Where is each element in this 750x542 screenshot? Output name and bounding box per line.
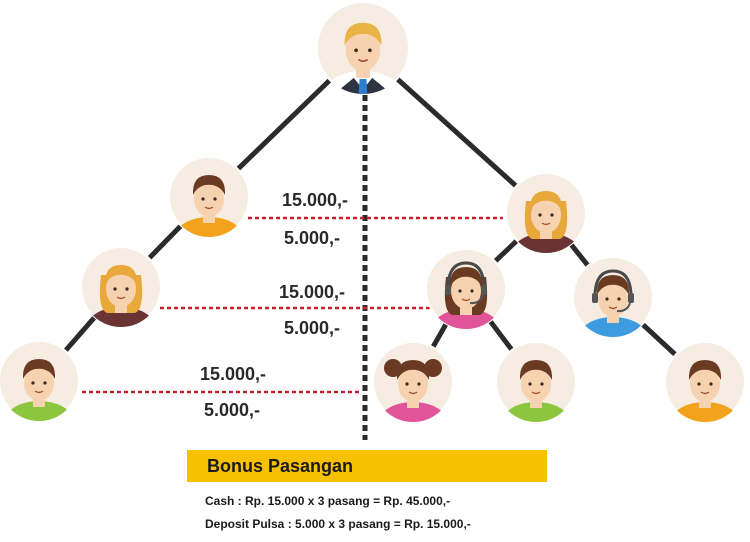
avatar-shirt — [379, 402, 447, 422]
avatar-right-3a — [372, 341, 454, 423]
avatar-eye-right — [550, 213, 554, 217]
avatar-eye-left — [458, 289, 462, 293]
headset-icon — [446, 261, 486, 290]
avatar-eye-left — [697, 382, 701, 386]
level1-cash-amount: 15.000,- — [282, 190, 349, 210]
avatar-shirt — [512, 233, 580, 253]
avatar-eye-right — [368, 48, 372, 53]
avatar-face — [106, 271, 136, 307]
avatar-shirt — [175, 217, 243, 237]
avatar-face — [194, 181, 224, 217]
avatar-eye-left — [113, 287, 117, 291]
avatar-eye-left — [354, 48, 358, 53]
avatar-mouth — [531, 391, 541, 395]
avatar-shirt — [5, 401, 73, 421]
avatar-eye-left — [201, 197, 205, 201]
pulsa-calculation: Deposit Pulsa : 5.000 x 3 pasang = Rp. 1… — [205, 517, 471, 531]
avatar-eye-right — [125, 287, 129, 291]
avatars — [0, 1, 746, 423]
avatar-right-3b — [495, 341, 577, 423]
avatar-eye-left — [31, 381, 35, 385]
avatar-hair — [344, 22, 382, 46]
avatar-face — [690, 366, 720, 402]
avatar-shirt — [87, 307, 155, 327]
avatar-face — [531, 197, 561, 233]
avatar-right-2a — [425, 248, 507, 330]
avatar-hair — [596, 275, 630, 295]
avatar-hair — [396, 360, 430, 380]
level3-cash-amount: 15.000,- — [200, 364, 267, 384]
avatar-mouth — [357, 58, 369, 63]
headset-earpiece-right — [481, 285, 487, 295]
avatar-mouth — [608, 306, 618, 310]
avatar-mouth — [116, 296, 126, 300]
headset-mic — [616, 302, 631, 313]
avatar-hair — [192, 175, 226, 195]
avatar-right-3c — [664, 341, 746, 423]
avatar-hair — [519, 360, 553, 380]
avatar-eye-right — [43, 381, 47, 385]
avatar-left-1 — [168, 156, 250, 238]
avatar-face — [521, 366, 551, 402]
bonus-banner: Bonus Pasangan — [187, 450, 547, 482]
avatar-eye-left — [528, 382, 532, 386]
avatar-shirt — [671, 402, 739, 422]
avatar-eye-right — [540, 382, 544, 386]
headset-icon — [593, 269, 633, 298]
avatar-shirt — [502, 402, 570, 422]
avatar-eye-right — [470, 289, 474, 293]
avatar-hair — [104, 265, 138, 285]
level2-pulsa-amount: 5.000,- — [284, 318, 341, 338]
headset-earpiece-right — [628, 293, 634, 303]
avatar-hair — [22, 359, 56, 379]
avatar-face — [24, 365, 54, 401]
avatar-face — [398, 366, 428, 402]
avatar-eye-right — [709, 382, 713, 386]
avatar-eye-right — [213, 197, 217, 201]
level1-pulsa-amount: 5.000,- — [284, 228, 341, 248]
headset-mic — [469, 294, 484, 305]
avatar-mouth — [461, 298, 471, 302]
headset-earpiece-left — [592, 293, 598, 303]
banner-title: Bonus Pasangan — [207, 456, 354, 476]
avatar-left-3 — [0, 340, 80, 422]
avatar-shirt — [579, 317, 647, 337]
avatar-eye-left — [405, 382, 409, 386]
avatar-shirt — [432, 309, 500, 329]
level3-pulsa-amount: 5.000,- — [204, 400, 261, 420]
avatar-eye-right — [417, 382, 421, 386]
avatar-left-2 — [80, 246, 162, 328]
avatar-eye-right — [617, 297, 621, 301]
avatar-suit — [328, 77, 398, 94]
avatar-hair — [529, 191, 563, 211]
avatar-mouth — [541, 222, 551, 226]
avatar-mouth — [700, 391, 710, 395]
level2-cash-amount: 15.000,- — [279, 282, 346, 302]
avatar-face — [451, 273, 481, 309]
avatar-hair — [688, 360, 722, 380]
headset-earpiece-left — [445, 285, 451, 295]
avatar-shirt — [323, 71, 403, 94]
avatar-top — [316, 1, 410, 95]
avatar-mouth — [204, 206, 214, 210]
avatar-mouth — [408, 391, 418, 395]
cash-calculation: Cash : Rp. 15.000 x 3 pasang = Rp. 45.00… — [205, 494, 451, 508]
avatar-right-2b — [572, 256, 654, 338]
avatar-eye-left — [605, 297, 609, 301]
connection-lines — [37, 46, 707, 440]
avatar-face — [345, 29, 381, 71]
avatar-hair — [449, 267, 483, 287]
avatar-mouth — [34, 390, 44, 394]
avatar-tie — [358, 79, 368, 94]
avatar-face — [598, 281, 628, 317]
avatar-eye-left — [538, 213, 542, 217]
avatar-right-1 — [505, 172, 587, 254]
